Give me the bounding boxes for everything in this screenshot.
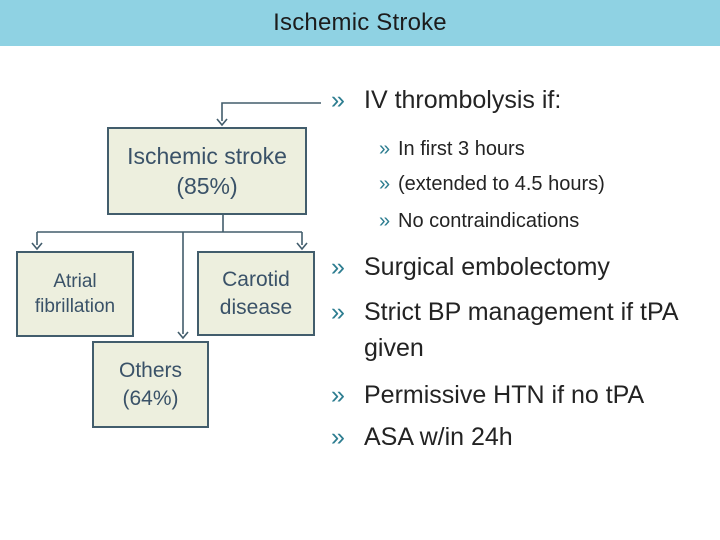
flowchart-box-others: Others (64%) bbox=[92, 341, 209, 428]
chevron-bullet-icon: » bbox=[331, 86, 345, 114]
chevron-bullet-icon: » bbox=[379, 173, 391, 195]
bullet-item-first-3-hours: » In first 3 hours bbox=[379, 134, 709, 164]
slide-title: Ischemic Stroke bbox=[273, 9, 447, 36]
bullet-item-extended-hours: » (extended to 4.5 hours) bbox=[379, 169, 709, 199]
bullet-text: (extended to 4.5 hours) bbox=[398, 173, 605, 195]
slide-title-bar: Ischemic Stroke bbox=[0, 0, 720, 46]
flowchart-box-atrial-fibrillation: Atrial fibrillation bbox=[16, 251, 134, 337]
arrowhead-atrial bbox=[31, 242, 43, 251]
bullet-item-iv-thrombolysis: » IV thrombolysis if: bbox=[331, 82, 711, 118]
flowchart-box-carotid-disease: Carotid disease bbox=[197, 251, 315, 336]
flowchart-box-ischemic-stroke: Ischemic stroke (85%) bbox=[107, 127, 307, 215]
bullet-item-asa: » ASA w/in 24h bbox=[331, 419, 711, 455]
chevron-bullet-icon: » bbox=[331, 381, 345, 409]
chevron-bullet-icon: » bbox=[331, 253, 345, 281]
bullet-item-permissive-htn: » Permissive HTN if no tPA bbox=[331, 377, 716, 413]
bullet-text: Permissive HTN if no tPA bbox=[364, 381, 645, 409]
bullet-text: Strict BP management if tPA given bbox=[364, 298, 678, 362]
connector-top-feed bbox=[221, 102, 321, 121]
arrowhead-carotid bbox=[296, 242, 308, 251]
bullet-item-strict-bp-management: » Strict BP management if tPA given bbox=[331, 294, 703, 366]
chevron-bullet-icon: » bbox=[379, 138, 391, 160]
bullet-text: No contraindications bbox=[398, 210, 580, 232]
bullet-text: IV thrombolysis if: bbox=[364, 86, 562, 114]
chevron-bullet-icon: » bbox=[331, 298, 345, 326]
chevron-bullet-icon: » bbox=[379, 210, 391, 232]
bullet-text: Surgical embolectomy bbox=[364, 253, 610, 281]
arrowhead-ischemic bbox=[216, 118, 228, 127]
bullet-item-no-contraindications: » No contraindications bbox=[379, 206, 709, 236]
arrowhead-others bbox=[177, 331, 189, 340]
bullet-text: In first 3 hours bbox=[398, 138, 525, 160]
bullet-text: ASA w/in 24h bbox=[364, 423, 513, 451]
chevron-bullet-icon: » bbox=[331, 423, 345, 451]
bullet-item-surgical-embolectomy: » Surgical embolectomy bbox=[331, 249, 711, 285]
